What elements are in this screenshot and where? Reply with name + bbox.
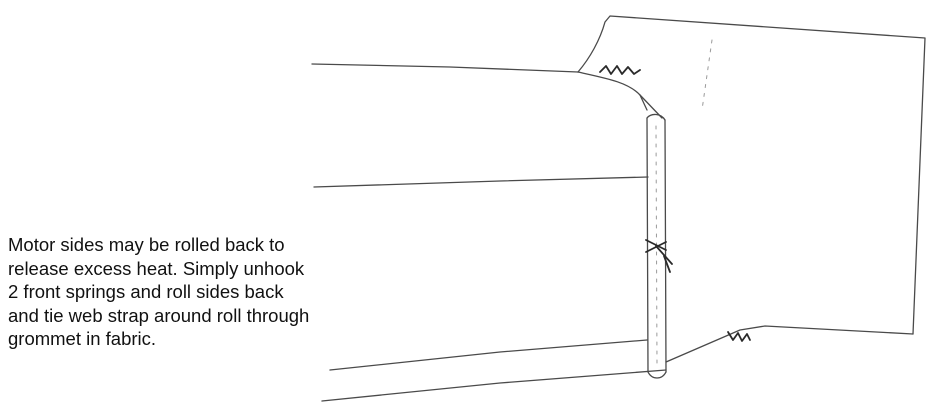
cover-middle-edge: [313, 176, 649, 188]
corner-crease: [639, 94, 663, 119]
cover-top-edge: [311, 63, 579, 73]
web-strap: [645, 239, 673, 273]
front-corner-curve: [577, 71, 648, 111]
rolled-side-bottom-cap: [647, 371, 667, 379]
front-spring-top: [599, 65, 641, 75]
cover-lower-edge: [329, 339, 648, 371]
cover-bottom-edge: [321, 369, 667, 402]
front-spring-bottom: [727, 331, 751, 342]
side-bottom-edge: [665, 325, 914, 363]
rolled-side-top-cap: [646, 113, 666, 121]
panel-crease: [701, 39, 713, 111]
rolled-side-left: [646, 117, 649, 373]
rolled-side-right: [664, 119, 667, 373]
top-panel-outline: [577, 15, 926, 335]
instruction-caption: Motor sides may be rolled back to releas…: [8, 234, 310, 349]
